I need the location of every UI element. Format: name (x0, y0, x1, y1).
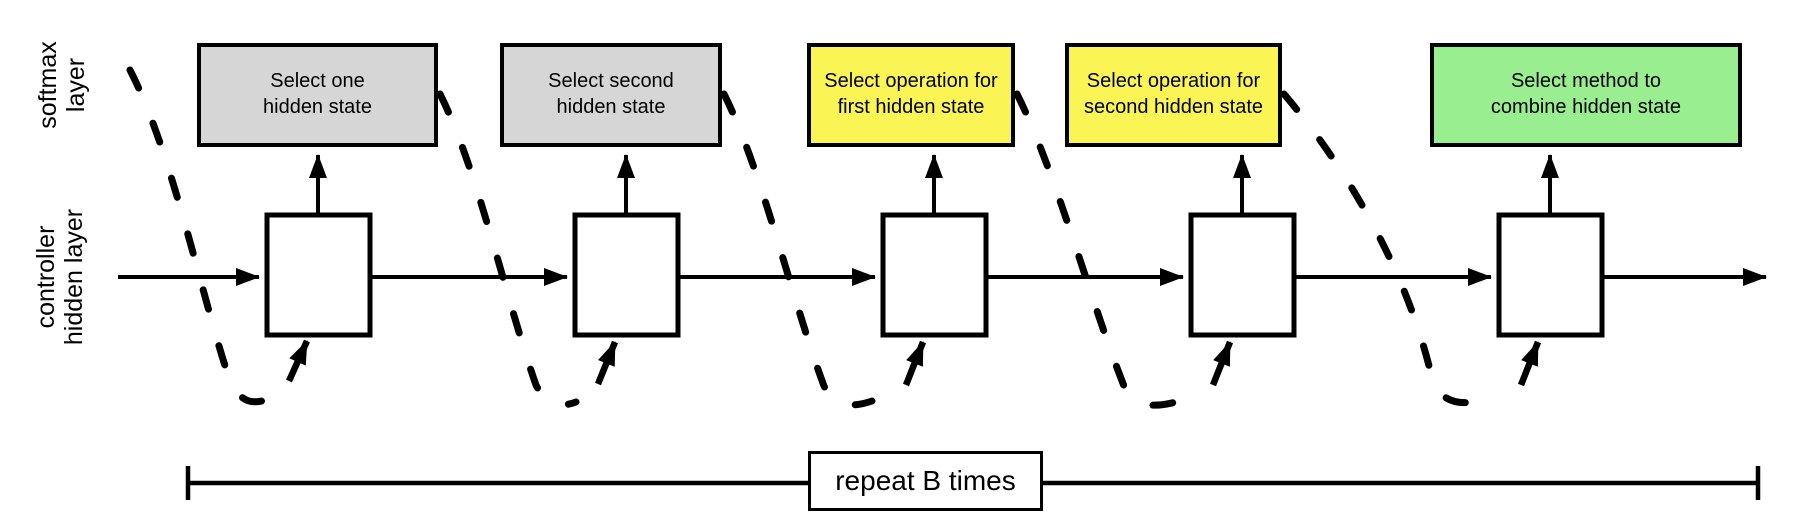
softmax-box-select-operation-first: Select operation for first hidden state (807, 43, 1015, 147)
recurrent-dashed-arc-3 (1013, 90, 1180, 409)
controller-cell-1 (264, 212, 373, 338)
label-controller-hidden-layer: controller hidden layer (32, 208, 88, 346)
softmax-box-select-second-hidden-state: Select second hidden state (500, 43, 722, 147)
label-softmax-layer: softmax layer (34, 41, 90, 129)
recurrent-dashed-arc-1 (436, 90, 580, 409)
softmax-box-select-one-hidden-state: Select one hidden state (197, 43, 438, 147)
recurrent-dashed-arc-0 (126, 66, 266, 406)
recurrent-arc-tip-2 (594, 340, 619, 386)
recurrent-arc-tip-5 (1517, 340, 1542, 387)
recurrent-arc-tip-4 (1209, 340, 1234, 387)
recurrent-dashed-arc-4 (1280, 90, 1488, 407)
softmax-box-select-operation-second: Select operation for second hidden state (1065, 43, 1282, 147)
softmax-box-select-combine-method: Select method to combine hidden state (1430, 43, 1742, 147)
recurrent-arc-tip-1 (286, 339, 310, 383)
controller-cell-4 (1188, 212, 1297, 338)
recurrent-dashed-arc-2 (720, 90, 876, 409)
recurrent-arc-tip-3 (902, 340, 927, 387)
controller-cell-5 (1496, 212, 1605, 338)
controller-cell-3 (880, 212, 989, 338)
controller-cell-2 (572, 212, 681, 338)
repeat-b-times-box: repeat B times (808, 451, 1043, 511)
